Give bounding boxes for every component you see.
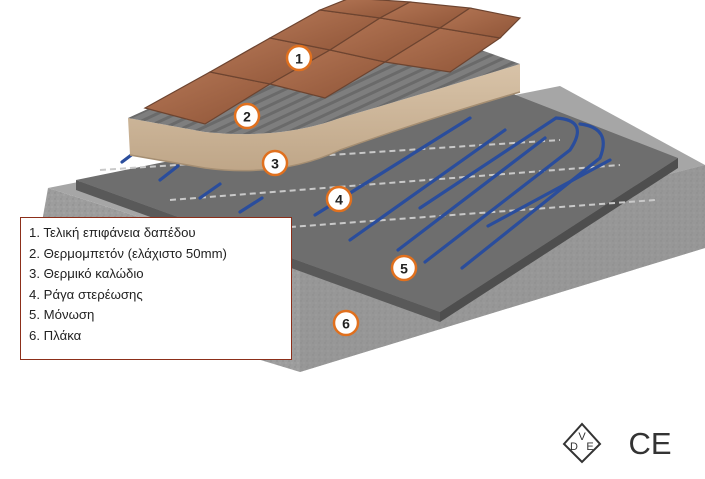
- callout-4: 4: [325, 185, 353, 213]
- callout-3-label: 3: [271, 156, 279, 172]
- legend-box: 1. Τελική επιφάνεια δαπέδου 2. Θερμομπετ…: [20, 217, 292, 360]
- callout-5-label: 5: [400, 261, 408, 277]
- callout-5: 5: [390, 254, 418, 282]
- vde-letter-d: D: [570, 441, 578, 453]
- certification-marks: D V E CE: [562, 422, 672, 464]
- callout-4-label: 4: [335, 192, 343, 208]
- legend-item-heating-cable: 3. Θερμικό καλώδιο: [29, 266, 144, 281]
- legend-item-floor-finish: 1. Τελική επιφάνεια δαπέδου: [29, 225, 196, 240]
- legend-item-screed: 2. Θερμομπετόν (ελάχιστο 50mm): [29, 245, 227, 261]
- callout-6-label: 6: [342, 316, 350, 332]
- callout-1: 1: [285, 44, 313, 72]
- vde-letter-e: E: [586, 441, 593, 453]
- callout-1-label: 1: [295, 51, 303, 67]
- vde-mark-icon: D V E: [562, 422, 602, 464]
- vde-letter-v: V: [578, 431, 586, 443]
- legend-item-slab: 6. Πλάκα: [29, 327, 82, 343]
- callout-6: 6: [332, 309, 360, 337]
- callout-2: 2: [233, 102, 261, 130]
- callout-2-label: 2: [243, 109, 251, 125]
- legend-item-fixing-rail: 4. Ράγα στερέωσης: [29, 286, 143, 302]
- legend-item-insulation: 5. Μόνωση: [29, 307, 95, 322]
- ce-mark-icon: CE: [628, 426, 671, 461]
- callout-3: 3: [261, 149, 289, 177]
